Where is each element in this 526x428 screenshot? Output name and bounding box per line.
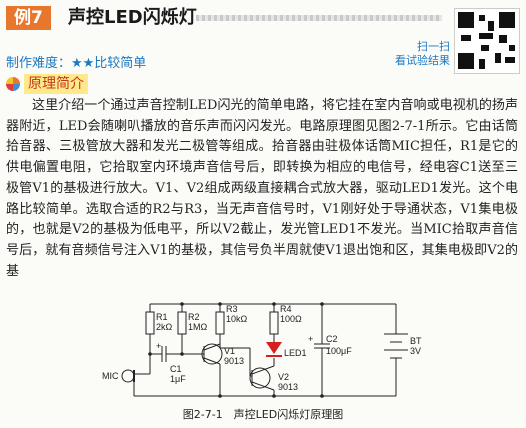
- r3-value: 10kΩ: [226, 314, 248, 324]
- r4-value: 100Ω: [280, 314, 302, 324]
- c1-label: C1: [170, 364, 182, 374]
- r4-label: R4: [280, 304, 292, 314]
- body-paragraph: 这里介绍一个通过声音控制LED闪光的简单电路，将它挂在室内音响或电视机的扬声器附…: [6, 98, 518, 279]
- scan-hint-line2: 看试验结果: [395, 54, 450, 67]
- header-divider: [196, 15, 442, 21]
- r1-value: 2kΩ: [156, 322, 173, 332]
- v1-value: 9013: [224, 356, 244, 366]
- r3-label: R3: [226, 304, 238, 314]
- section-bullet-icon: [6, 77, 20, 91]
- v1-label: V1: [224, 346, 235, 356]
- r2-label: R2: [188, 312, 200, 322]
- mic-label: MIC: [102, 371, 119, 381]
- section-heading: 原理简介: [6, 74, 88, 94]
- bt-value: 3V: [410, 346, 421, 356]
- section-title: 原理简介: [24, 74, 88, 94]
- led-label: LED1: [284, 348, 307, 358]
- figure-caption: 图2-7-1 声控LED闪烁灯原理图: [182, 408, 344, 421]
- c2-label: C2: [326, 334, 338, 344]
- v2-label: V2: [278, 372, 289, 382]
- v2-value: 9013: [278, 382, 298, 392]
- c1-plus: +: [156, 341, 161, 351]
- scan-hint: 扫一扫 看试验结果: [386, 40, 450, 68]
- page-title: 声控LED闪烁灯: [68, 7, 197, 28]
- scan-hint-line1: 扫一扫: [417, 40, 450, 53]
- led-icon: [266, 342, 282, 354]
- circuit-schematic: R1 2kΩ R2 1MΩ R3 10kΩ R4 100Ω + C1 1μF V…: [102, 302, 422, 398]
- qr-code[interactable]: [454, 8, 520, 74]
- c1-value: 1μF: [170, 374, 186, 384]
- c2-value: 100μF: [326, 346, 352, 356]
- bt-label: BT: [410, 336, 422, 346]
- example-number-badge: 例7: [6, 6, 51, 30]
- microphone-icon: [121, 369, 135, 383]
- r1-label: R1: [156, 312, 168, 322]
- difficulty-rating: 制作难度：★★比较简单: [6, 56, 147, 71]
- example-header: 例7 声控LED闪烁灯: [6, 6, 442, 30]
- c2-plus: +: [308, 334, 313, 344]
- r2-value: 1MΩ: [188, 322, 208, 332]
